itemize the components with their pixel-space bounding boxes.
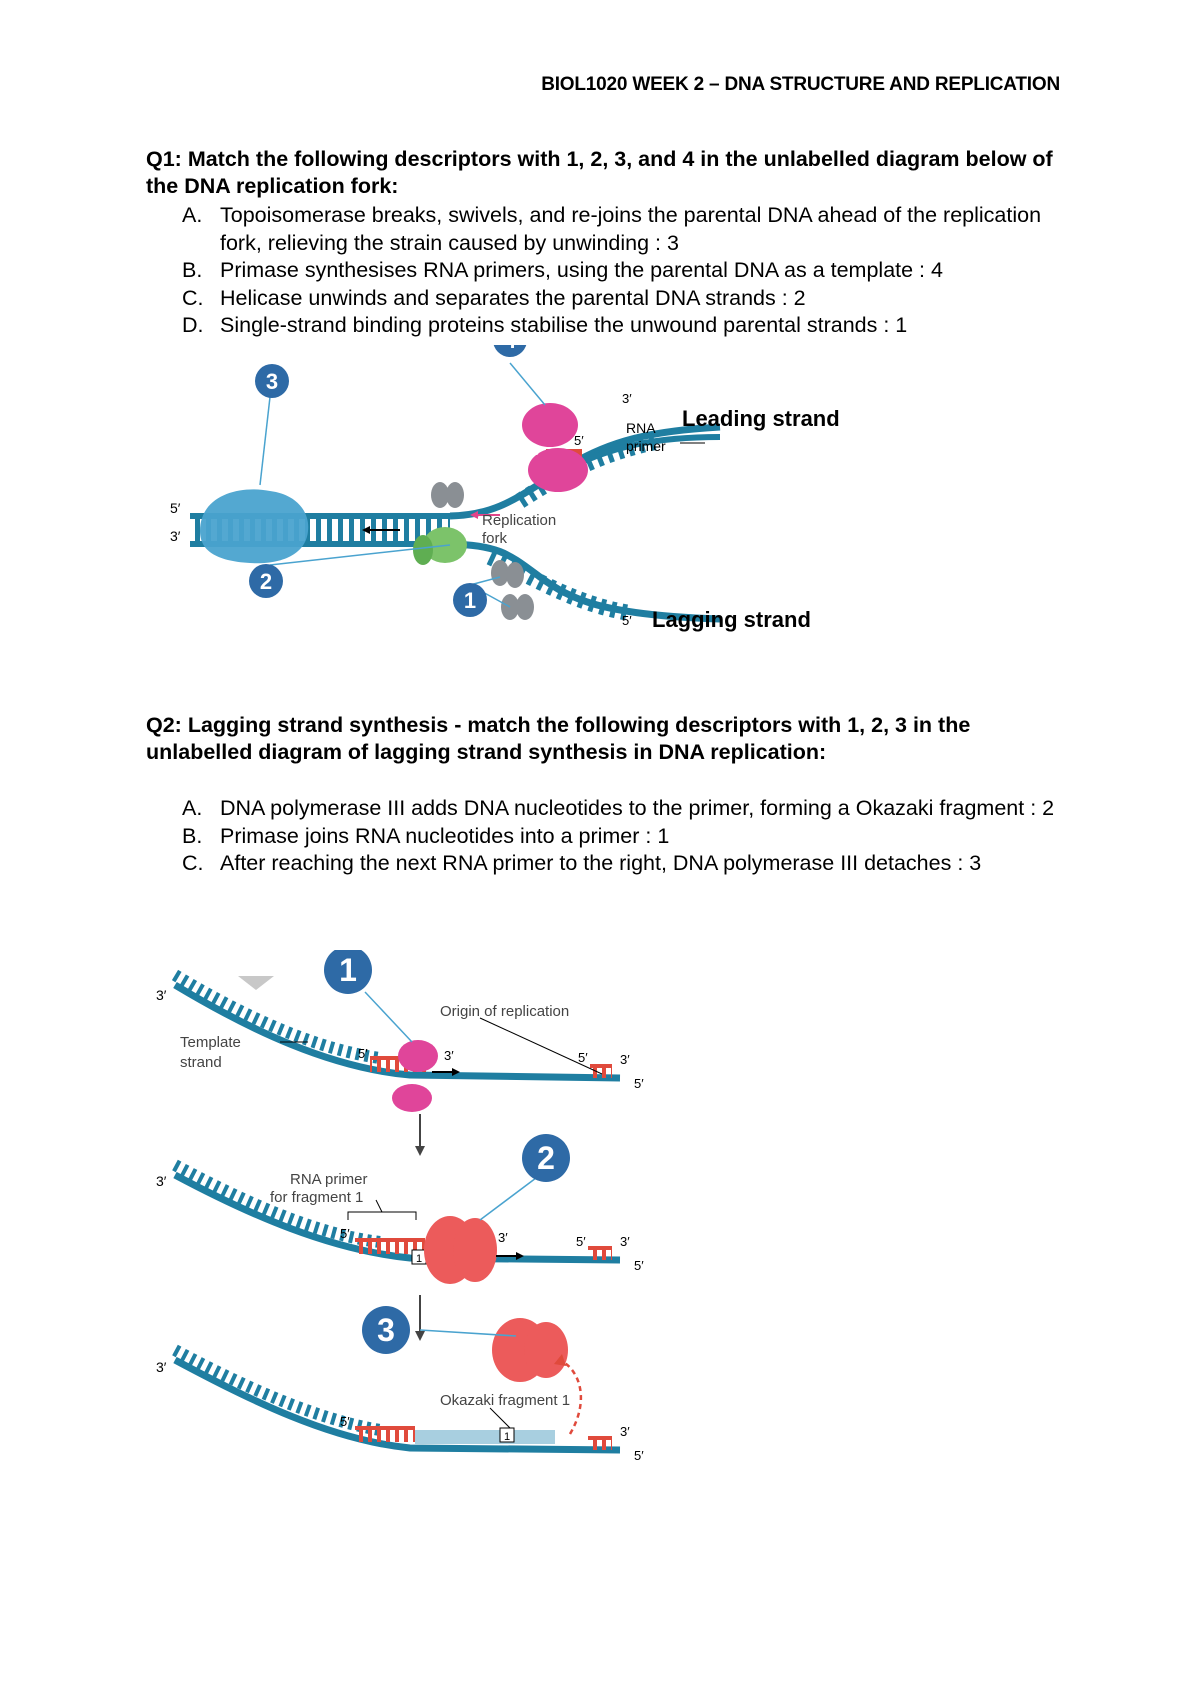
q1-item: D. Single-strand binding proteins stabili… <box>182 312 1082 340</box>
dna-polymerase-detached <box>492 1318 568 1382</box>
q2-item: B. Primase joins RNA nucleotides into a p… <box>182 823 1082 851</box>
marker-1: 1 <box>324 950 372 994</box>
label-lagging-strand: Lagging strand <box>652 607 811 632</box>
marker-2: 2 <box>249 564 283 598</box>
q2-item-letter: A. <box>182 796 203 820</box>
q2-item-text: DNA polymerase III adds DNA nucleotides … <box>220 796 1055 820</box>
label-3prime-left: 3′ <box>170 528 181 544</box>
okazaki-fragment <box>415 1430 555 1444</box>
q1-item-letter: D. <box>182 313 204 337</box>
label-5prime-bottom: 5′ <box>622 613 632 628</box>
q1-item-letter: C. <box>182 285 204 310</box>
label-5prime: 5′ <box>634 1448 644 1463</box>
label-origin: Origin of replication <box>440 1003 569 1020</box>
q1-item: C. Helicase unwinds and separates the par… <box>182 285 1082 313</box>
q2-list: A. DNA polymerase III adds DNA nucleotide… <box>182 795 1082 878</box>
label-primer-3prime: 3′ <box>532 443 542 458</box>
marker-4: 4 <box>493 345 527 357</box>
label-okazaki: Okazaki fragment 1 <box>440 1392 570 1409</box>
label-for-fragment: for fragment 1 <box>270 1189 363 1206</box>
q2-item-letter: C. <box>182 851 204 875</box>
marker-3-label: 3 <box>377 1312 395 1348</box>
label-primer-5prime: 5′ <box>574 433 584 448</box>
lagging-strand-diagram: 1 3′ Template strand Origin of replicati… <box>156 950 644 1463</box>
q2-item: C. After reaching the next RNA primer to … <box>182 850 1082 878</box>
label-leading-strand: Leading strand <box>682 406 840 431</box>
label-3prime: 3′ <box>156 1359 167 1375</box>
q2-item-text: After reaching the next RNA primer to th… <box>220 851 982 875</box>
q1-item: B. Primase synthesises RNA primers, using… <box>182 257 1082 285</box>
q1-prompt: Q1: Match the following descriptors with… <box>146 147 1053 198</box>
marker-3-label: 3 <box>266 369 278 394</box>
marker-3: 3 <box>362 1306 410 1354</box>
label-rna-primer: RNA primer <box>290 1171 368 1188</box>
q1-item-text: Primase synthesises RNA primers, using t… <box>220 258 943 282</box>
q1-list: A. Topoisomerase breaks, swivels, and re-… <box>182 202 1082 340</box>
label-5prime: 5′ <box>340 1414 350 1429</box>
marker-4-label: 4 <box>504 345 517 353</box>
label-5prime: 5′ <box>634 1076 644 1091</box>
q1-item-text: Topoisomerase breaks, swivels, and re-jo… <box>220 203 1042 255</box>
label-3prime: 3′ <box>620 1424 630 1439</box>
q2-item-letter: B. <box>182 823 203 848</box>
marker-1-label: 1 <box>339 952 357 988</box>
primase-shape <box>392 1040 438 1112</box>
label-rna: RNA <box>626 420 656 436</box>
label-5prime: 5′ <box>576 1234 586 1249</box>
panel-3: 1 3 3′ Okazaki fragment 1 5′ 3′ 5′ <box>156 1306 644 1463</box>
label-3prime: 3′ <box>620 1234 630 1249</box>
label-3prime-top: 3′ <box>622 391 632 406</box>
q1-item: A. Topoisomerase breaks, swivels, and re-… <box>182 202 1082 257</box>
dna-polymerase-shape <box>424 1216 497 1284</box>
q2-prompt: Q2: Lagging strand synthesis - match the… <box>146 713 971 764</box>
label-strand: strand <box>180 1054 222 1071</box>
marker-3: 3 <box>255 364 289 398</box>
primase-shape <box>522 403 588 492</box>
q1-item-letter: B. <box>182 258 203 282</box>
label-5prime-left: 5′ <box>170 500 181 516</box>
label-primer: primer <box>626 438 666 454</box>
label-3prime: 3′ <box>620 1052 630 1067</box>
q2-item-text: Primase joins RNA nucleotides into a pri… <box>220 823 670 848</box>
page-header: BIOL1020 WEEK 2 – DNA STRUCTURE AND REPL… <box>541 74 1060 95</box>
q1-item-text: Helicase unwinds and separates the paren… <box>220 285 806 310</box>
label-5prime: 5′ <box>578 1050 588 1065</box>
panel-2: 1 2 3′ RNA primer for fragment 1 5′ 3′ 5… <box>156 1134 644 1284</box>
fragment-box: 1 <box>504 1431 510 1443</box>
label-3prime: 3′ <box>156 1173 167 1189</box>
single-strand-binding-proteins <box>431 482 534 620</box>
replication-fork-arrow <box>470 511 478 519</box>
label-3prime: 3′ <box>498 1230 508 1245</box>
q2-item: A. DNA polymerase III adds DNA nucleotide… <box>182 795 1082 823</box>
marker-2-label: 2 <box>260 569 272 594</box>
q1-item-text: Single-strand binding proteins stabilise… <box>220 313 908 337</box>
label-fork: fork <box>482 530 508 547</box>
label-3prime: 3′ <box>444 1048 454 1063</box>
panel-1: 1 3′ Template strand Origin of replicati… <box>156 950 644 1112</box>
marker-1-label: 1 <box>464 588 476 613</box>
label-replication: Replication <box>482 512 556 529</box>
label-5prime: 5′ <box>634 1258 644 1273</box>
triangle-marker <box>238 976 274 990</box>
q1-item-letter: A. <box>182 203 203 227</box>
marker-2-label: 2 <box>537 1140 555 1176</box>
label-template: Template <box>180 1034 241 1051</box>
marker-1: 1 <box>453 583 487 617</box>
fragment-box: 1 <box>416 1253 422 1265</box>
label-5prime: 5′ <box>358 1046 368 1061</box>
topoisomerase-shape <box>200 489 309 564</box>
marker-2: 2 <box>522 1134 570 1182</box>
replication-fork-diagram: 3 4 2 1 5′ 3′ 3′ RNA primer 5′ 3′ Leadin… <box>170 345 840 632</box>
label-5prime: 5′ <box>340 1226 350 1241</box>
label-3prime: 3′ <box>156 987 167 1003</box>
